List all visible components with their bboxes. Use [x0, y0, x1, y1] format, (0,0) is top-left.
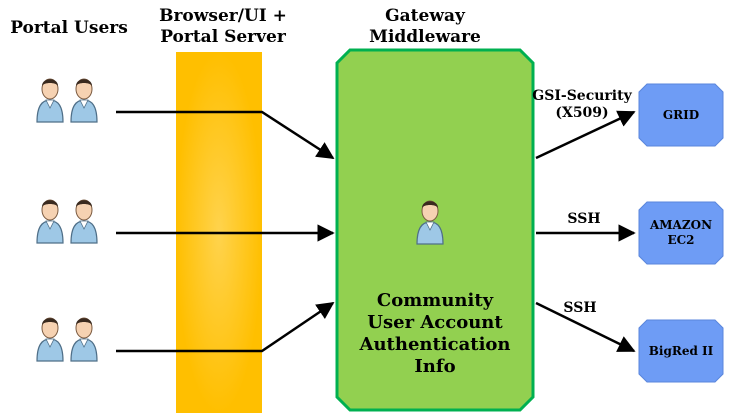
ssh-label-2: SSH [563, 300, 597, 316]
user1-arrow [116, 110, 335, 160]
user3-arrow [116, 301, 335, 353]
amazon-ec2-label: AMAZON EC2 [649, 218, 713, 247]
amazon-ec2-box [638, 201, 724, 265]
grid-box [638, 83, 724, 147]
gsi-security-label: GSI-Security (X509) [532, 88, 632, 121]
user-group-1-icon [36, 78, 98, 123]
grid-arrow [535, 110, 636, 160]
gateway-middleware-header: Gateway Middleware [369, 6, 481, 47]
user-group-3-icon [36, 317, 98, 362]
browser-portal-header: Browser/UI + Portal Server [159, 6, 287, 47]
ssh-label-1: SSH [567, 211, 601, 227]
bigred-arrow [535, 301, 636, 353]
grid-label: GRID [662, 107, 700, 122]
middleware-text: Community User Account Authentication In… [359, 290, 511, 377]
bigred-box [638, 319, 724, 383]
portal-users-header: Portal Users [10, 18, 128, 38]
user-group-2-icon [36, 199, 98, 244]
bigred-label: BigRed II [648, 343, 714, 358]
